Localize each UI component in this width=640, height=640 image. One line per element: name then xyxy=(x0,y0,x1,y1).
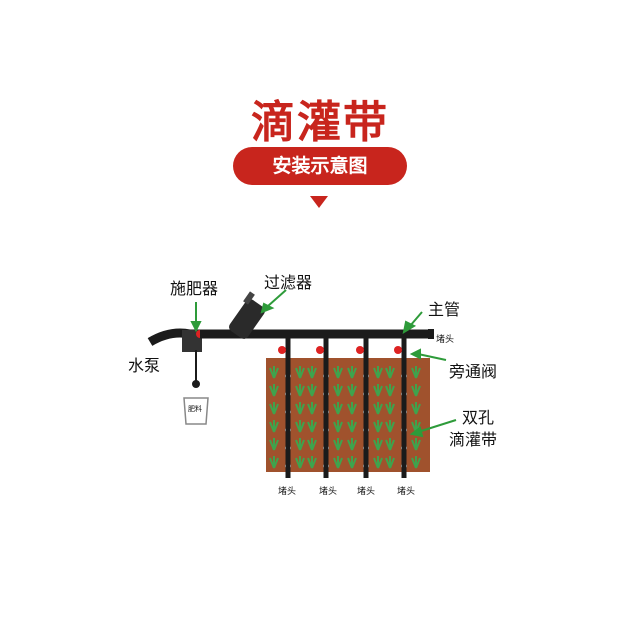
plant-icon xyxy=(347,420,357,433)
plant-icon xyxy=(269,384,279,397)
plant-icon xyxy=(295,384,305,397)
label-end-cap-3: 堵头 xyxy=(357,487,376,497)
plant-icon xyxy=(269,456,279,469)
main-pipe-end-cap xyxy=(428,329,434,339)
plant-icon xyxy=(333,366,343,379)
bypass-valve-icon-1 xyxy=(278,346,286,354)
plant-icon xyxy=(411,384,421,397)
plant-icon xyxy=(307,384,317,397)
label-double-hole-1: 双孔 xyxy=(462,408,495,427)
plant-icon xyxy=(385,384,395,397)
plant-icon xyxy=(347,456,357,469)
plant-icon xyxy=(307,402,317,415)
label-leaders xyxy=(190,289,457,438)
label-bucket: 肥料 xyxy=(188,405,202,413)
down-arrow-icon xyxy=(310,196,328,208)
plant-icon xyxy=(307,456,317,469)
label-pump: 水泵 xyxy=(128,356,161,375)
bypass-valve-icon-2 xyxy=(316,346,324,354)
label-end-cap-4: 堵头 xyxy=(397,487,416,497)
plant-icon xyxy=(269,420,279,433)
subtitle-badge: 安装示意图 xyxy=(233,147,407,185)
label-end-cap-2: 堵头 xyxy=(319,487,338,497)
plant-icon xyxy=(295,456,305,469)
plant-icon xyxy=(333,438,343,451)
soil-bed-4 xyxy=(388,358,430,472)
bypass-valve-icon-3 xyxy=(356,346,364,354)
label-filter: 过滤器 xyxy=(264,273,313,292)
label-double-hole-2: 滴灌带 xyxy=(449,430,498,449)
plant-icon xyxy=(295,366,305,379)
soil-bed-3 xyxy=(346,358,396,472)
plant-icon xyxy=(295,402,305,415)
plant-icon xyxy=(333,456,343,469)
bypass-valve-icon-4 xyxy=(394,346,402,354)
plant-icon xyxy=(295,438,305,451)
plant-icon xyxy=(373,384,383,397)
soil-beds xyxy=(266,358,430,472)
plant-icon xyxy=(385,438,395,451)
label-end-cap-main: 堵头 xyxy=(436,335,455,345)
filter-icon xyxy=(229,291,265,339)
plant-icon xyxy=(307,438,317,451)
plant-icon xyxy=(373,402,383,415)
label-bypass-valve: 旁通阀 xyxy=(449,362,498,381)
branch-lines xyxy=(278,338,407,478)
plant-icon xyxy=(347,384,357,397)
plant-icon xyxy=(411,456,421,469)
plant-icon xyxy=(411,438,421,451)
plant-icon xyxy=(307,366,317,379)
plant-icon xyxy=(385,366,395,379)
plant-icon xyxy=(269,402,279,415)
plant-icon xyxy=(373,438,383,451)
plant-icon xyxy=(295,420,305,433)
plant-icon xyxy=(385,456,395,469)
plant-icon xyxy=(373,366,383,379)
plant-icon xyxy=(347,366,357,379)
fertilizer-float xyxy=(192,380,200,388)
plant-icon xyxy=(411,402,421,415)
fertilizer-bucket xyxy=(183,397,209,425)
plant-icon xyxy=(347,402,357,415)
plant-icon xyxy=(411,366,421,379)
plant-icon xyxy=(385,420,395,433)
plant-icon xyxy=(347,438,357,451)
plant-icon xyxy=(307,420,317,433)
plant-icon xyxy=(373,456,383,469)
plant-icon xyxy=(269,366,279,379)
label-main-pipe: 主管 xyxy=(428,300,461,319)
plant-icon xyxy=(333,402,343,415)
plant-icon xyxy=(333,384,343,397)
plant-icon xyxy=(373,420,383,433)
plant-icon xyxy=(333,420,343,433)
page-title: 滴灌带 xyxy=(251,97,389,148)
plant-icon xyxy=(269,438,279,451)
label-fertilizer: 施肥器 xyxy=(170,279,219,298)
plant-icon xyxy=(385,402,395,415)
label-end-cap-1: 堵头 xyxy=(278,487,297,497)
